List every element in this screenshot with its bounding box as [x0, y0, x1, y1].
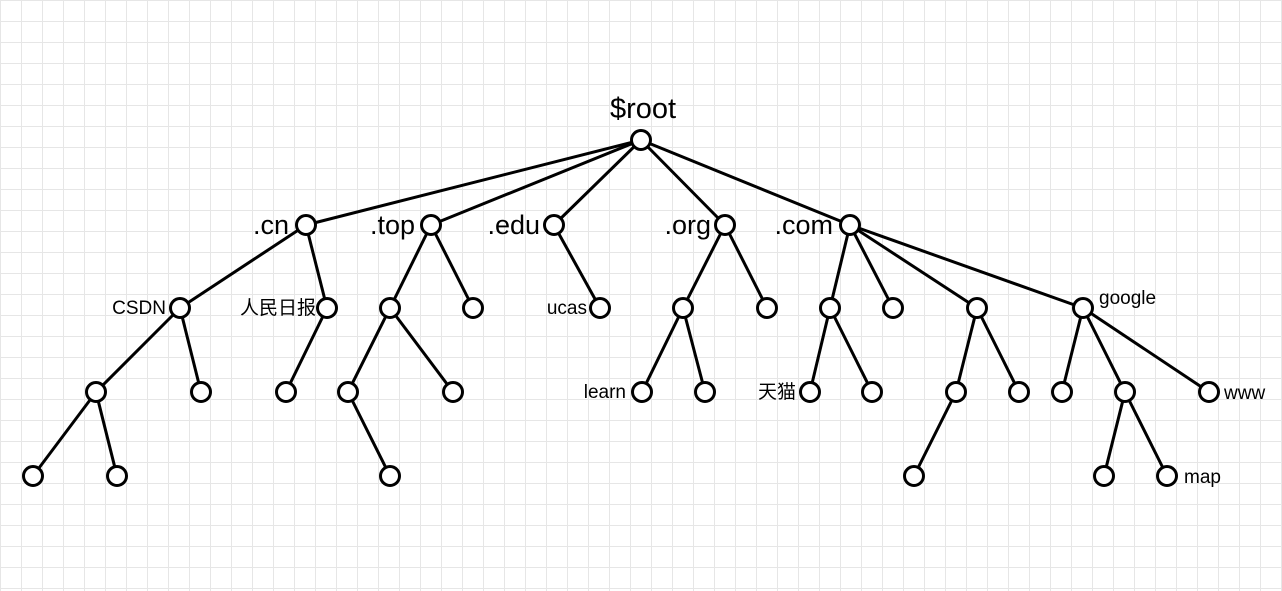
edge-root-com	[640, 138, 851, 227]
node-edu	[543, 214, 565, 236]
node-rmrb_a	[275, 381, 297, 403]
edu-label: .edu	[487, 210, 540, 240]
edge-csdn-csdn_b	[178, 307, 203, 393]
edge-com_a-tianmao	[808, 307, 832, 393]
rmrb-label: 人民日报	[240, 297, 316, 319]
node-www	[1198, 381, 1220, 403]
org-label: .org	[664, 210, 711, 240]
edge-top_a1-top_a1x	[346, 391, 392, 477]
edge-google-google_a	[1060, 307, 1085, 393]
node-root	[630, 129, 652, 151]
node-com_a	[819, 297, 841, 319]
node-com_c	[966, 297, 988, 319]
node-tianmao	[799, 381, 821, 403]
edge-com_c-com_c1	[954, 307, 979, 393]
cn-label: .cn	[253, 210, 289, 240]
node-google_b1	[1093, 465, 1115, 487]
edge-cn-csdn	[179, 223, 307, 310]
edge-root-cn	[305, 138, 642, 227]
node-csdn_a1	[22, 465, 44, 487]
node-com_c2	[1008, 381, 1030, 403]
edge-csdn_a-csdn_a2	[94, 391, 119, 477]
node-csdn	[169, 297, 191, 319]
edge-google_b-google_b1	[1102, 391, 1127, 477]
node-com_b	[882, 297, 904, 319]
map-label: map	[1184, 467, 1221, 488]
node-org_a	[672, 297, 694, 319]
node-top	[420, 214, 442, 236]
com-label: .com	[774, 210, 833, 240]
google-label: google	[1099, 288, 1156, 309]
node-com_a2	[861, 381, 883, 403]
edge-root-org	[639, 138, 727, 227]
edge-com-com_b	[848, 224, 895, 309]
edge-csdn-csdn_a	[94, 306, 182, 394]
edge-com-google	[849, 223, 1084, 310]
edge-top_a-top_a1	[346, 307, 392, 393]
node-top_a1x	[379, 465, 401, 487]
node-top_a2	[442, 381, 464, 403]
node-google_a	[1051, 381, 1073, 403]
node-ucas	[589, 297, 611, 319]
edge-top-top_a	[388, 224, 433, 309]
learn-label: learn	[584, 382, 626, 403]
edge-rmrb-rmrb_a	[284, 307, 329, 393]
tree-nodes	[22, 129, 1220, 487]
edge-com_c-com_c2	[975, 307, 1021, 393]
node-com	[839, 214, 861, 236]
root-label: $root	[610, 93, 676, 125]
node-top_a1	[337, 381, 359, 403]
edge-edu-ucas	[552, 224, 602, 309]
edge-google_b-map	[1123, 391, 1169, 477]
node-rmrb	[316, 297, 338, 319]
edge-com_a-com_a2	[828, 307, 874, 393]
node-org_a2	[694, 381, 716, 403]
node-google	[1072, 297, 1094, 319]
edge-org-org_a	[681, 224, 727, 309]
edge-google-google_b	[1081, 307, 1127, 393]
edge-com-com_a	[828, 224, 852, 309]
node-cn	[295, 214, 317, 236]
tianmao-label: 天猫	[758, 381, 796, 403]
tree-edges	[31, 138, 1210, 477]
edge-com_c1-com_c1x	[912, 391, 958, 477]
edge-csdn_a-csdn_a1	[31, 391, 98, 477]
edge-cn-rmrb	[304, 224, 329, 309]
top-label: .top	[370, 210, 415, 240]
node-csdn_a	[85, 381, 107, 403]
edge-root-top	[430, 138, 642, 227]
ucas-label: ucas	[547, 298, 587, 319]
csdn-label: CSDN	[112, 298, 166, 319]
node-top_a	[379, 297, 401, 319]
node-csdn_b	[190, 381, 212, 403]
node-csdn_a2	[106, 465, 128, 487]
edge-org_a-org_a2	[681, 307, 707, 393]
www-label: www	[1223, 383, 1265, 404]
node-learn	[631, 381, 653, 403]
edge-com-com_c	[849, 223, 978, 310]
node-org	[714, 214, 736, 236]
node-google_b	[1114, 381, 1136, 403]
edge-org_a-learn	[640, 307, 685, 393]
edge-org-org_b	[723, 224, 769, 309]
node-com_c1	[945, 381, 967, 403]
edge-google-www	[1082, 306, 1210, 394]
edge-top-top_b	[429, 224, 475, 309]
node-map	[1156, 465, 1178, 487]
edge-root-edu	[552, 138, 643, 227]
node-org_b	[756, 297, 778, 319]
edge-top_a-top_a2	[388, 307, 455, 393]
node-com_c1x	[903, 465, 925, 487]
node-top_b	[462, 297, 484, 319]
